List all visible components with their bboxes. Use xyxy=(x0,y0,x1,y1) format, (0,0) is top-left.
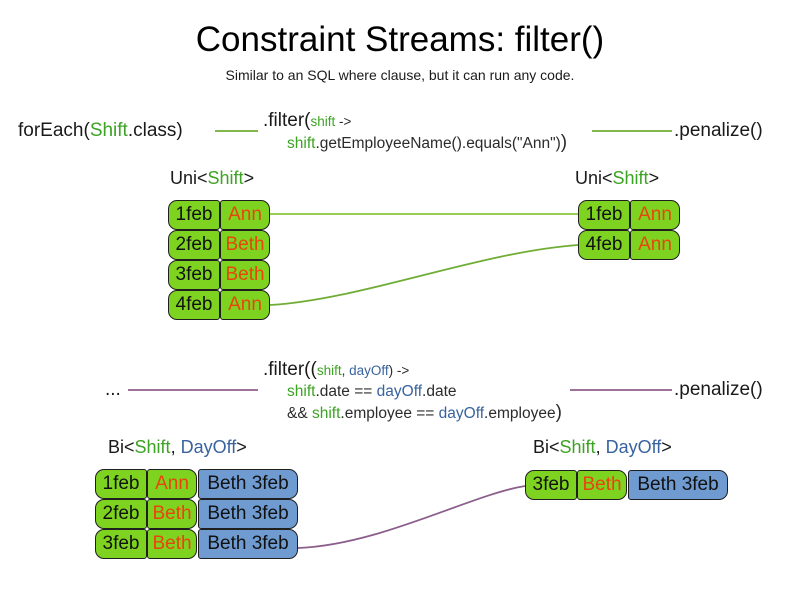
foreach-suffix: .class) xyxy=(127,120,183,141)
filter1-keyword: .filter( xyxy=(263,110,311,131)
filter2-arrow: ) -> xyxy=(388,363,410,378)
table-row[interactable]: Ann xyxy=(147,469,197,499)
table-row[interactable]: Beth 3feb xyxy=(628,470,728,500)
filter2-param2: dayOff xyxy=(349,363,389,378)
bi-input-header: Bi<Shift, DayOff> xyxy=(108,437,247,458)
bi-input-suffix: > xyxy=(236,437,247,457)
filter2-l3-obj2: dayOff xyxy=(438,405,485,422)
filter2-line1: .filter((shift, dayOff) -> xyxy=(263,359,562,381)
filter2-expression: .filter((shift, dayOff) -> shift.date ==… xyxy=(263,359,562,424)
bi-input-prefix: Bi< xyxy=(108,437,135,457)
foreach-label: forEach(Shift.class) xyxy=(18,120,183,142)
bi-output-type1: Shift xyxy=(559,437,596,457)
filter1-expression: .filter(shift -> shift.getEmployeeName()… xyxy=(263,110,567,154)
bi-output-prefix: Bi< xyxy=(533,437,560,457)
uni-output-header: Uni<Shift> xyxy=(575,168,659,189)
table-row[interactable]: Ann xyxy=(220,200,270,230)
table-row[interactable]: 4feb xyxy=(578,230,630,260)
page-title: Constraint Streams: filter() xyxy=(195,20,605,59)
filter2-l3-obj1: shift xyxy=(311,405,341,422)
filter2-comma: , xyxy=(341,363,350,378)
table-row[interactable]: Beth 3feb xyxy=(198,529,298,559)
filter1-line1: .filter(shift -> xyxy=(263,110,567,132)
bi-input-type1: Shift xyxy=(134,437,171,457)
table-row[interactable]: Ann xyxy=(220,290,270,320)
connector-row2-3feb xyxy=(297,485,526,549)
table-row[interactable]: 2feb xyxy=(95,499,147,529)
table-row[interactable]: 3feb xyxy=(95,529,147,559)
table-row[interactable]: 3feb xyxy=(525,470,577,500)
table-row[interactable]: 1feb xyxy=(95,469,147,499)
filter1-close-paren2: ) xyxy=(560,132,568,153)
uni-output-suffix: > xyxy=(648,168,660,188)
filter2-l2-mid1: .date == xyxy=(315,383,377,400)
filter2-l2-obj1: shift xyxy=(287,383,316,400)
filter1-call: .getEmployeeName().equals("Ann") xyxy=(315,135,561,152)
table-row[interactable]: Beth xyxy=(577,470,627,500)
table-row[interactable]: 4feb xyxy=(168,290,220,320)
table-row[interactable]: Beth 3feb xyxy=(198,499,298,529)
uni-input-suffix: > xyxy=(243,168,255,188)
filter2-l3-mid2: .employee xyxy=(484,405,556,422)
bi-output-comma: , xyxy=(595,437,606,457)
table-row[interactable]: 2feb xyxy=(168,230,220,260)
bi-input-type2: DayOff xyxy=(180,437,237,457)
uni-output-prefix: Uni< xyxy=(575,168,613,188)
filter2-param1: shift xyxy=(316,363,342,378)
connector-row1-4feb xyxy=(269,244,579,306)
table-row[interactable]: Beth xyxy=(147,529,197,559)
filter2-close-paren: ) xyxy=(555,402,562,423)
bi-output-suffix: > xyxy=(661,437,672,457)
table-row[interactable]: 3feb xyxy=(168,260,220,290)
bi-input-comma: , xyxy=(170,437,181,457)
ellipsis-label: ... xyxy=(105,379,121,400)
foreach-prefix: forEach( xyxy=(18,120,90,141)
table-row[interactable]: Beth xyxy=(147,499,197,529)
filter1-param: shift xyxy=(310,114,336,129)
table-row[interactable]: Beth 3feb xyxy=(198,469,298,499)
filter2-l3-mid1: .employee == xyxy=(340,405,439,422)
filter2-and: && xyxy=(287,405,312,422)
foreach-type: Shift xyxy=(89,120,128,141)
table-row[interactable]: Ann xyxy=(630,230,680,260)
filter1-line2: shift.getEmployeeName().equals("Ann")) xyxy=(263,132,567,154)
penalize2-label: .penalize() xyxy=(674,379,763,400)
table-row[interactable]: Beth xyxy=(220,230,270,260)
filter1-obj: shift xyxy=(287,135,316,152)
uni-input-header: Uni<Shift> xyxy=(170,168,254,189)
table-row[interactable]: Ann xyxy=(630,200,680,230)
uni-input-type: Shift xyxy=(207,168,244,188)
filter2-l2-mid2: .date xyxy=(422,383,457,400)
filter2-line2: shift.date == dayOff.date xyxy=(263,381,562,402)
table-row[interactable]: Beth xyxy=(220,260,270,290)
uni-input-prefix: Uni< xyxy=(170,168,208,188)
penalize1-label: .penalize() xyxy=(674,120,763,141)
uni-output-type: Shift xyxy=(612,168,649,188)
table-row[interactable]: 1feb xyxy=(578,200,630,230)
filter1-arrow: -> xyxy=(335,114,352,129)
table-row[interactable]: 1feb xyxy=(168,200,220,230)
page-subtitle: Similar to an SQL where clause, but it c… xyxy=(225,67,575,83)
filter2-line3: && shift.employee == dayOff.employee) xyxy=(263,402,562,424)
bi-output-header: Bi<Shift, DayOff> xyxy=(533,437,672,458)
bi-output-type2: DayOff xyxy=(605,437,662,457)
filter2-keyword: .filter(( xyxy=(263,359,317,380)
filter2-l2-obj2: dayOff xyxy=(376,383,423,400)
